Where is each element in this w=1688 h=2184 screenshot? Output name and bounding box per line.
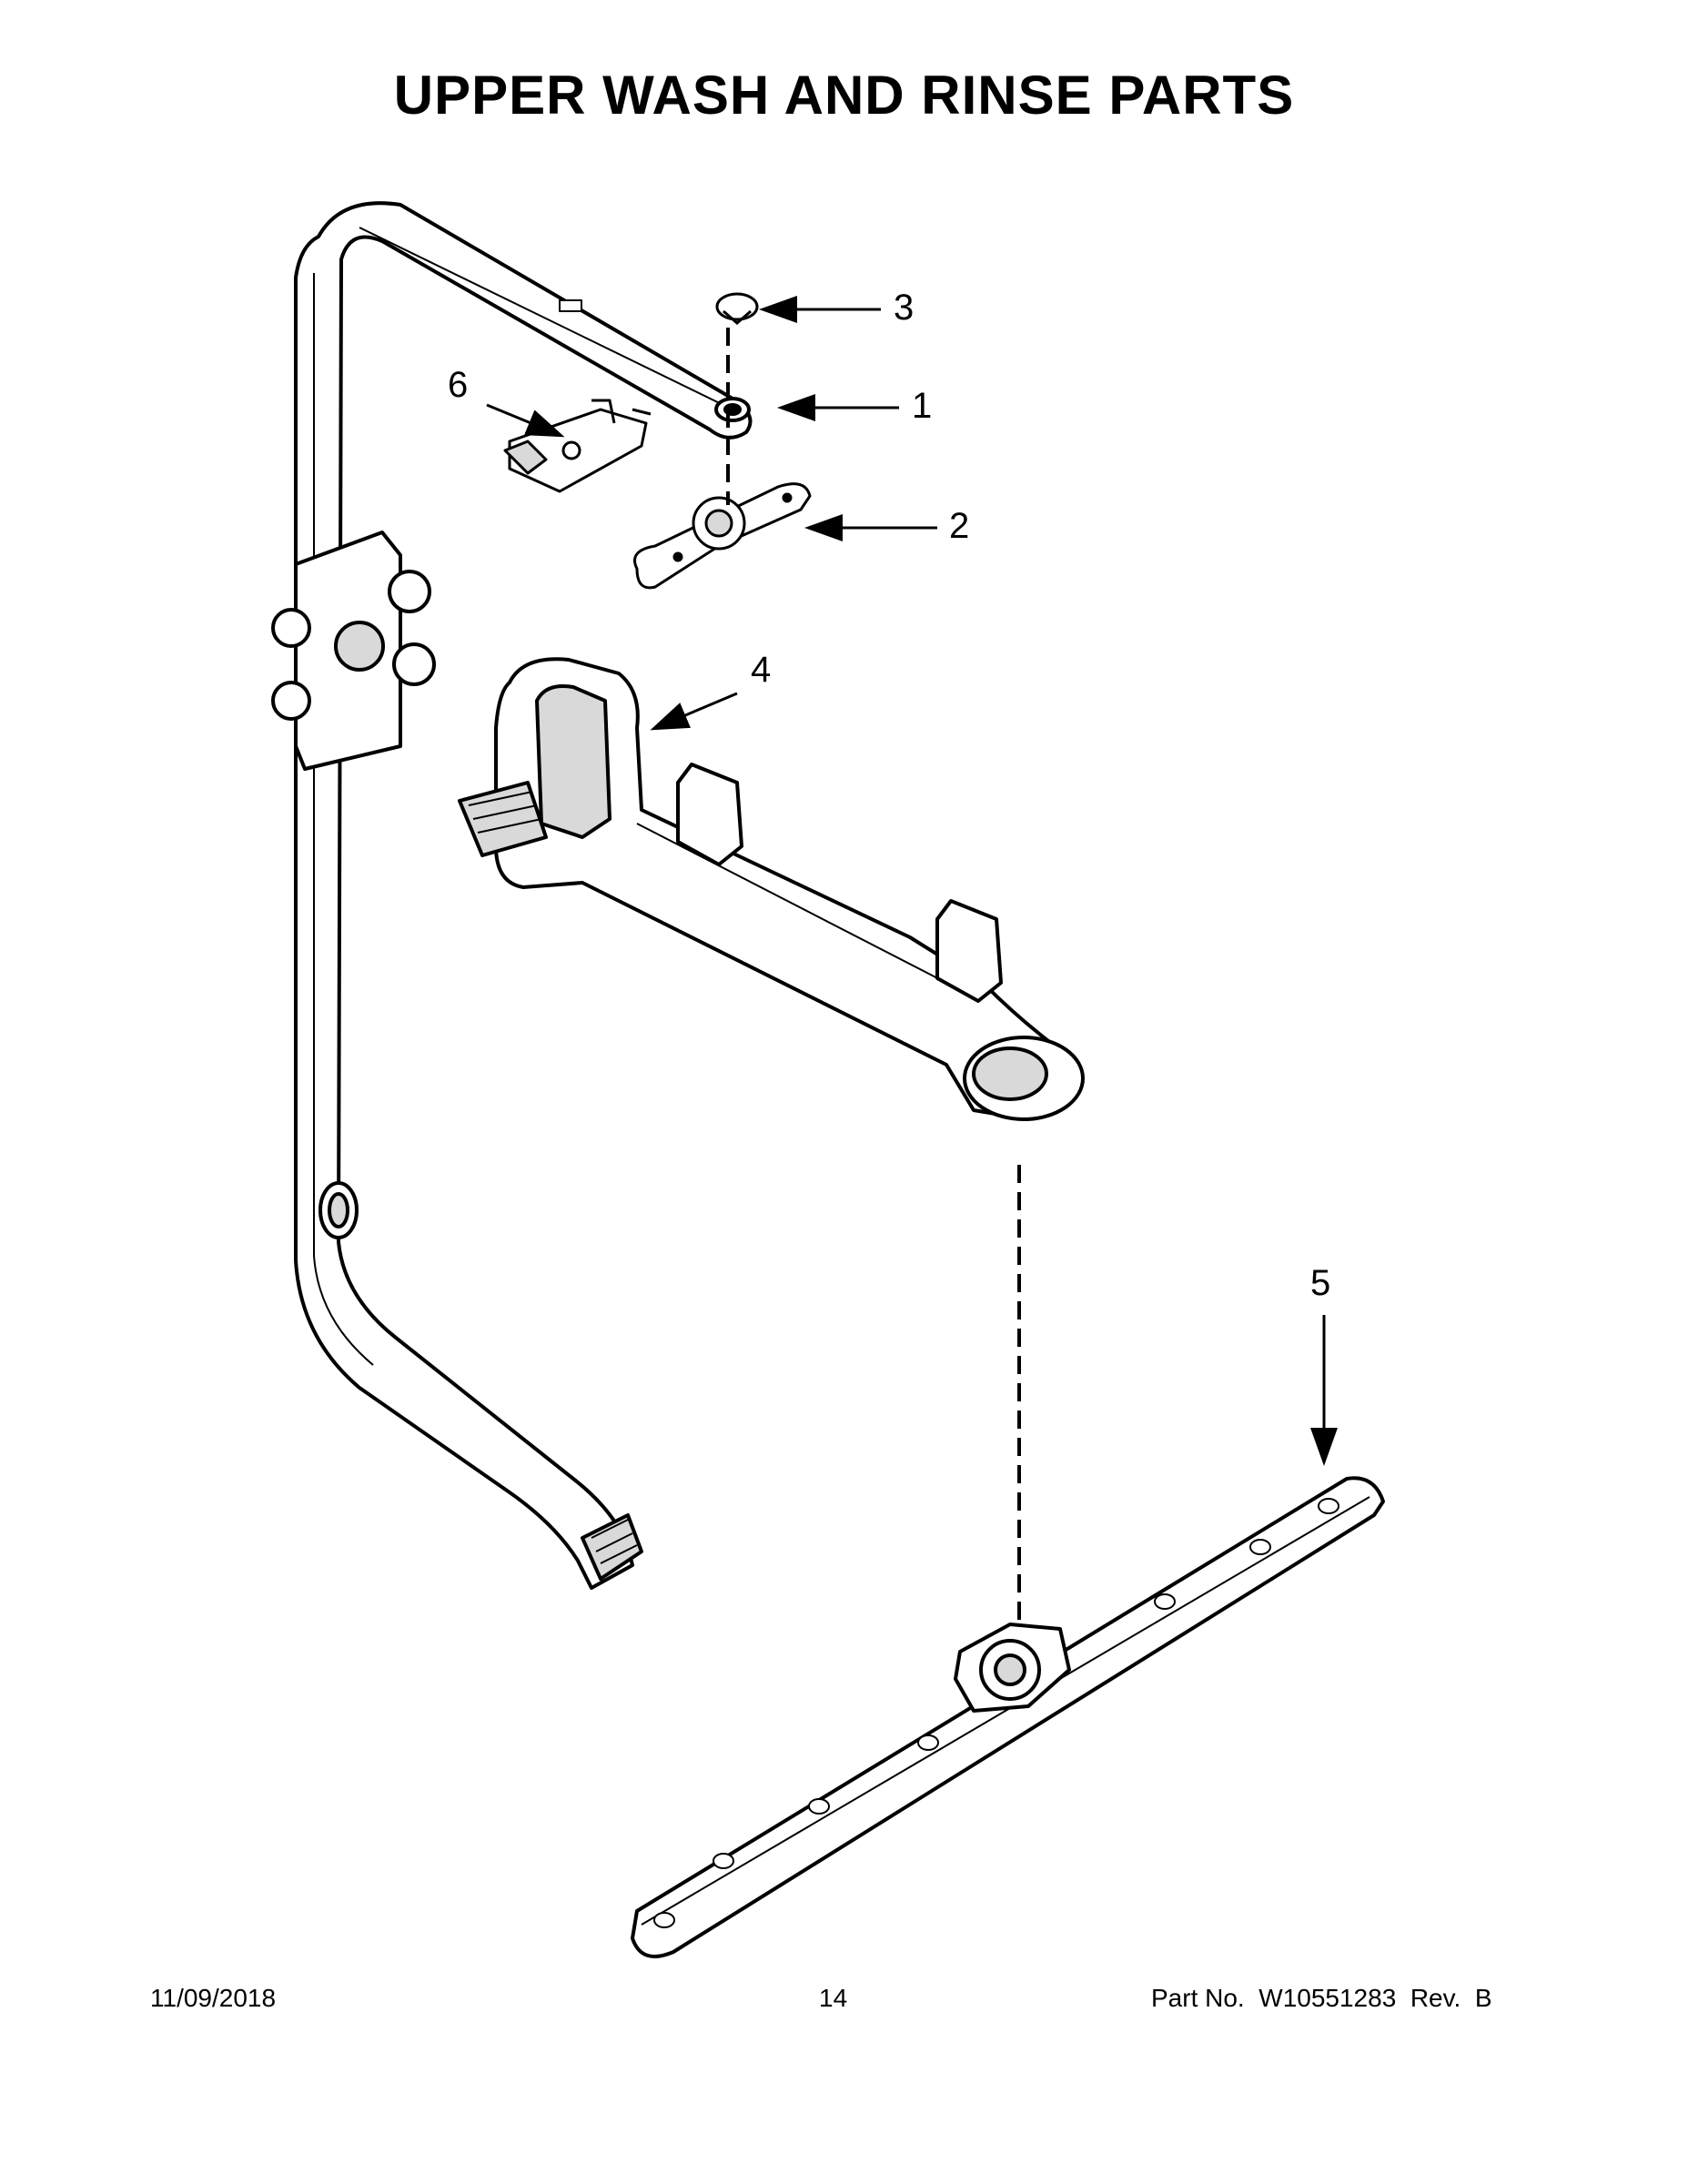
part-2-spray-hub — [633, 482, 812, 590]
callout-2: 2 — [949, 506, 970, 546]
part-4-spray-arm-conduit — [458, 657, 1085, 1121]
footer-part-number: Part No. W10551283 Rev. B — [1151, 1984, 1492, 2012]
callout-1: 1 — [912, 386, 933, 426]
footer-date: 11/09/2018 — [150, 1984, 277, 2012]
assembly-guide-lines — [726, 328, 1021, 1629]
callout-3: 3 — [894, 288, 915, 328]
callout-6: 6 — [448, 365, 469, 405]
footer-page-number: 14 — [819, 1984, 848, 2012]
part-6-clip — [503, 399, 652, 493]
page-title: UPPER WASH AND RINSE PARTS — [393, 65, 1295, 126]
part-3-cap — [715, 292, 759, 325]
callout-5: 5 — [1310, 1263, 1331, 1303]
part-1-upper-supply-tube — [271, 201, 753, 1590]
callout-4: 4 — [751, 650, 772, 690]
callout-leaders — [486, 296, 1338, 1466]
part-5-spray-arm — [631, 1476, 1385, 1958]
